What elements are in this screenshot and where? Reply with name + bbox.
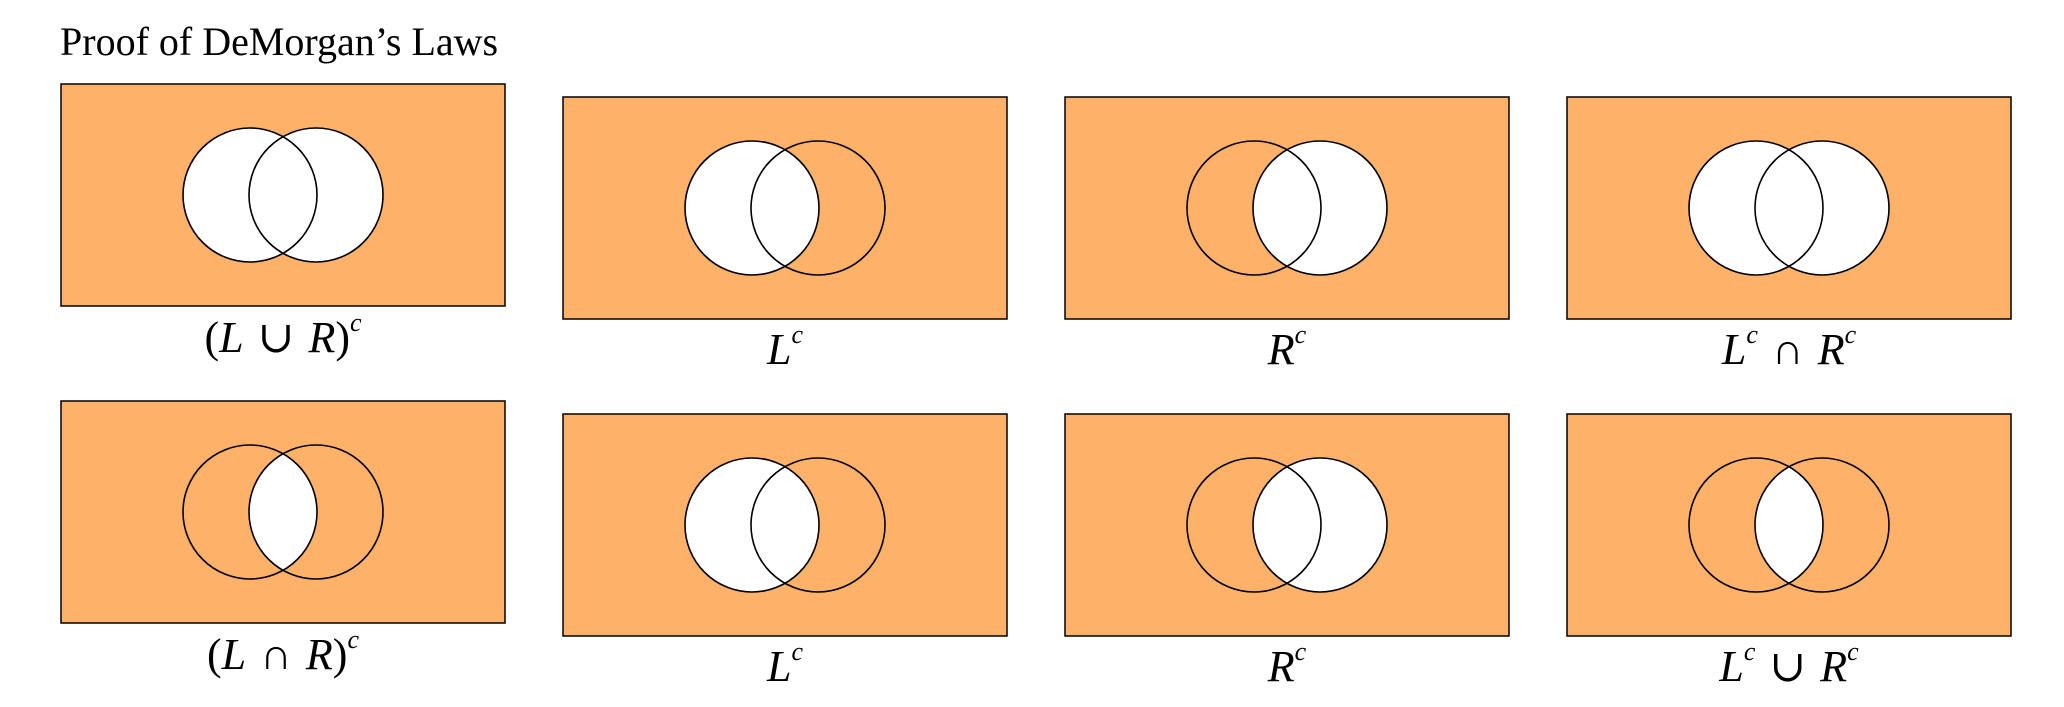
- circle-L: [684, 457, 820, 593]
- circle-R: [248, 127, 384, 263]
- venn-diagram: [60, 400, 506, 624]
- venn-diagram: [1566, 96, 2012, 320]
- venn-diagram: [562, 96, 1008, 320]
- circle-L: [684, 140, 820, 276]
- venn-panel-complement-union: [1566, 413, 2012, 637]
- circle-L: [1688, 140, 1824, 276]
- set-R-region: [1755, 141, 1889, 275]
- circle-L: [1186, 457, 1322, 593]
- set-R-region: [249, 128, 383, 262]
- circle-L: [1688, 457, 1824, 593]
- label-complement-union: Lc∪Rc: [1719, 637, 1859, 691]
- venn-panel-L-complement-1: [562, 96, 1008, 320]
- set-R-region: [1253, 458, 1387, 592]
- venn-panel-R-complement-2: [1064, 413, 1510, 637]
- venn-diagram: [562, 413, 1008, 637]
- circle-R: [1252, 457, 1388, 593]
- venn-panel-R-complement-1: [1064, 96, 1510, 320]
- page-title: Proof of DeMorgan’s Laws: [60, 19, 499, 64]
- circle-R: [750, 457, 886, 593]
- label-R-complement-2: Rc: [1267, 637, 1307, 691]
- intersection-region: [249, 445, 317, 579]
- venn-panel-union-complement: [60, 83, 506, 307]
- venn-panel-intersection-complement: [60, 400, 506, 624]
- label-intersection-complement: (L∩R)c: [206, 625, 359, 679]
- venn-diagram: [60, 83, 506, 307]
- venn-diagram: [1566, 413, 2012, 637]
- venn-panel-L-complement-2: [562, 413, 1008, 637]
- intersection-region: [1755, 458, 1823, 592]
- circle-R: [1252, 140, 1388, 276]
- circle-L: [182, 444, 318, 580]
- set-R-region: [1253, 141, 1387, 275]
- circle-R: [248, 444, 384, 580]
- venn-diagram: [1064, 413, 1510, 637]
- label-union-complement: (L∪R)c: [204, 308, 362, 362]
- label-complement-intersection: Lc∩Rc: [1721, 320, 1857, 374]
- circle-R: [750, 140, 886, 276]
- circle-R: [1754, 140, 1890, 276]
- venn-panel-complement-intersection: [1566, 96, 2012, 320]
- circle-R: [1754, 457, 1890, 593]
- label-R-complement-1: Rc: [1267, 320, 1307, 374]
- label-L-complement-1: Lc: [766, 320, 804, 374]
- circle-L: [182, 127, 318, 263]
- circle-L: [1186, 140, 1322, 276]
- set-L-region: [685, 458, 819, 592]
- venn-diagram: [1064, 96, 1510, 320]
- label-L-complement-2: Lc: [766, 637, 804, 691]
- set-L-region: [685, 141, 819, 275]
